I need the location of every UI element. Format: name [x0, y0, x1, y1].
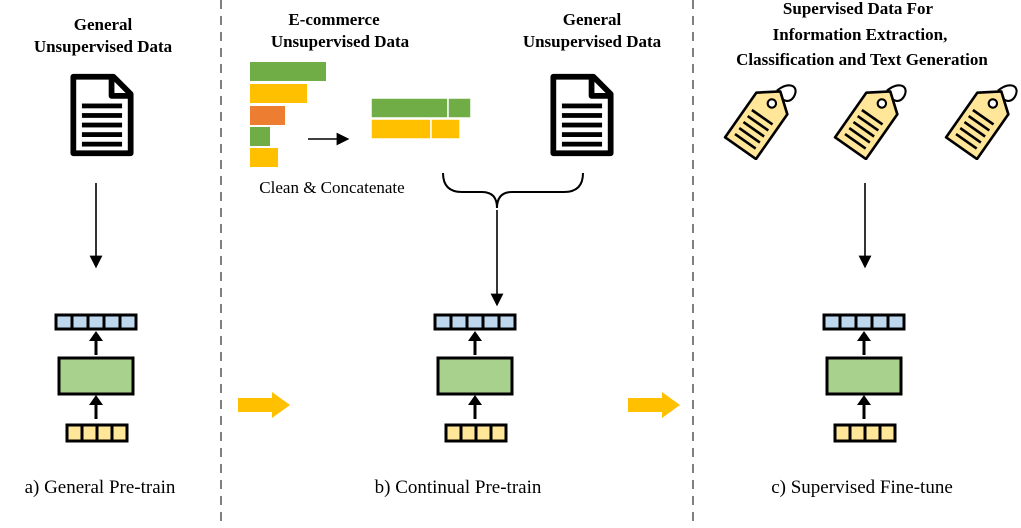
concat-bar-segment — [430, 118, 461, 140]
tag-icon — [944, 79, 1019, 160]
panel-a: General Unsupervised Data a) General Pre… — [25, 15, 176, 498]
panel-b-header-right-line-2: Unsupervised Data — [523, 32, 662, 51]
merge-brace — [442, 172, 584, 209]
panel-b-header-left-line-2: Unsupervised Data — [271, 32, 410, 51]
panel-c-caption: c) Supervised Fine-tune — [771, 477, 953, 498]
panel-c: Supervised Data For Information Extracti… — [723, 0, 1019, 498]
panel-b-header-left-line-1: E-commerce — [288, 10, 380, 29]
stage-arrow-2 — [628, 392, 680, 418]
document-icon — [553, 77, 610, 153]
model-stack — [433, 313, 517, 443]
tag-icon — [723, 79, 798, 160]
panel-c-header-line-1: Supervised Data For — [783, 0, 934, 18]
panel-b-header-right-line-1: General — [563, 10, 622, 29]
model-stack — [54, 313, 138, 443]
concat-bar-segment — [447, 97, 472, 119]
panel-a-header-line-1: General — [74, 15, 133, 34]
panel-c-header-line-3: Classification and Text Generation — [736, 50, 988, 69]
concat-bar-segment — [370, 97, 449, 119]
raw-data-bar — [250, 84, 307, 103]
panel-a-header-line-2: Unsupervised Data — [34, 37, 173, 56]
panel-b-caption: b) Continual Pre-train — [375, 477, 542, 498]
panel-c-header-line-2: Information Extraction, — [773, 25, 948, 44]
tag-icon — [833, 79, 908, 160]
raw-data-bar — [250, 127, 270, 146]
model-stack — [822, 313, 906, 443]
concat-bar-segment — [370, 118, 432, 140]
raw-data-bar — [250, 148, 278, 167]
panel-a-caption: a) General Pre-train — [25, 477, 176, 498]
raw-data-bar — [250, 106, 285, 125]
panel-b: E-commerce Unsupervised Data Clean & Con… — [250, 10, 662, 498]
raw-data-bar — [250, 62, 326, 81]
clean-concatenate-label: Clean & Concatenate — [259, 178, 404, 197]
stage-arrow-1 — [238, 392, 290, 418]
document-icon — [73, 77, 130, 153]
